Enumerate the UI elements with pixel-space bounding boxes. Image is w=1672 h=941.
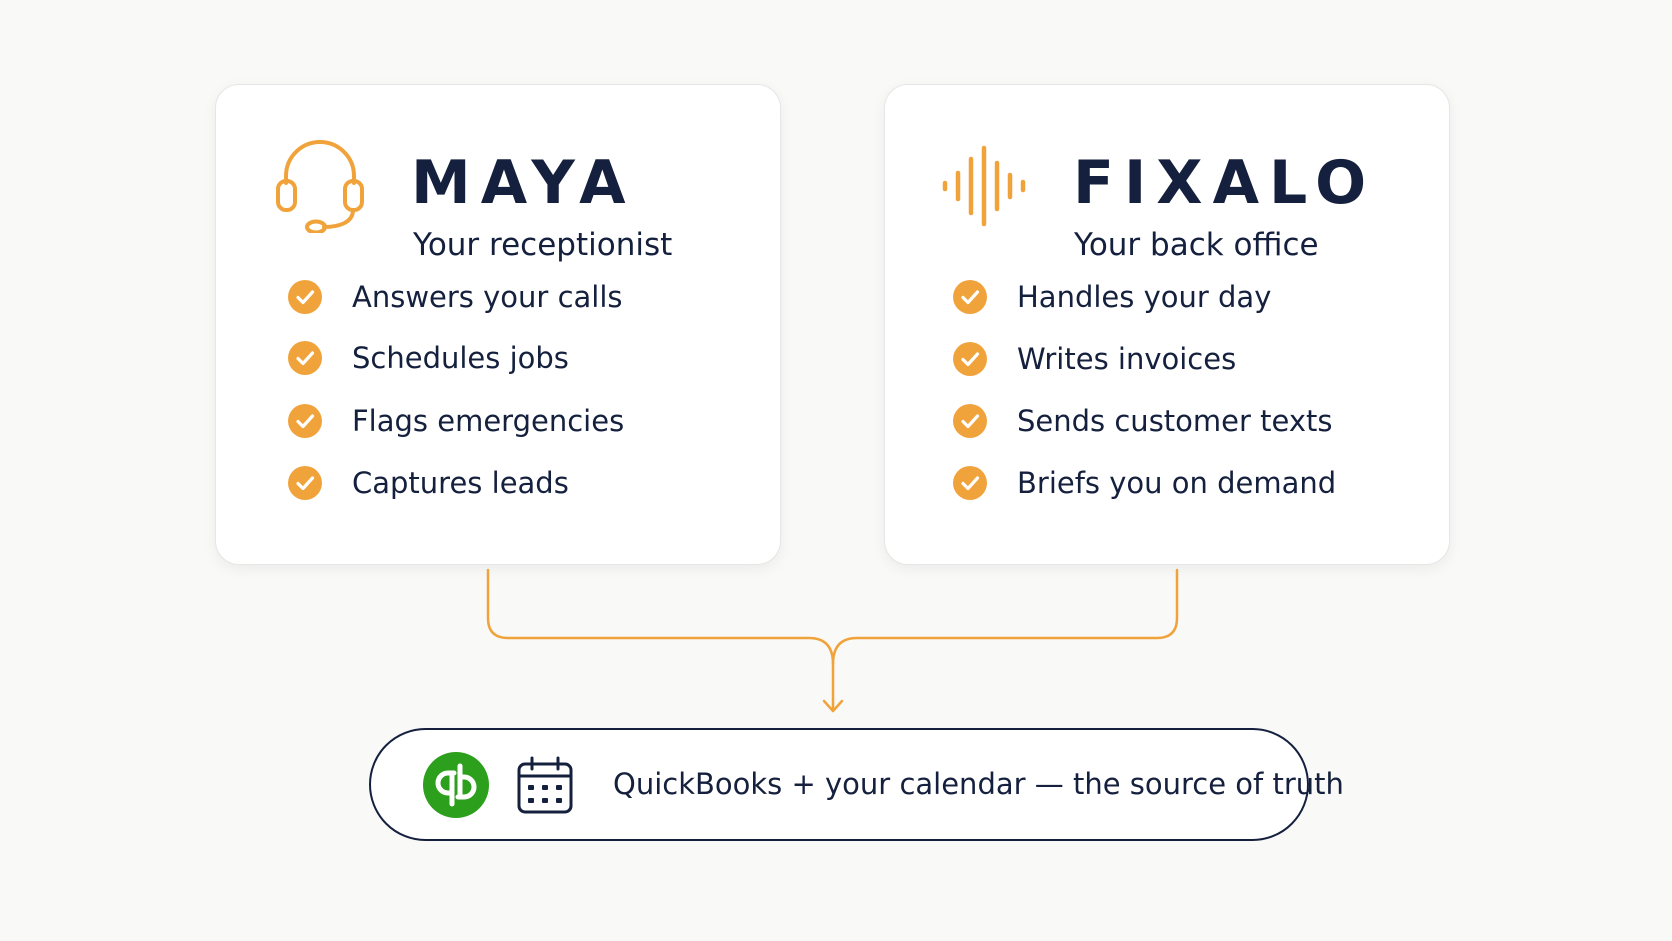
quickbooks-logo-icon	[423, 752, 489, 818]
maya-feature-text: Flags emergencies	[352, 404, 625, 438]
maya-subtitle: Your receptionist	[413, 227, 673, 263]
fixalo-feature-text: Sends customer texts	[1017, 404, 1333, 438]
fixalo-title: FIXALO	[1073, 148, 1377, 218]
fixalo-feature-item: Handles your day	[953, 277, 1271, 317]
check-circle-icon	[953, 404, 987, 438]
check-circle-icon	[953, 280, 987, 314]
fixalo-subtitle: Your back office	[1074, 227, 1319, 263]
check-circle-icon	[288, 341, 322, 375]
calendar-icon	[517, 756, 573, 814]
arrow-head	[822, 699, 844, 713]
source-of-truth-text: QuickBooks + your calendar — the source …	[613, 767, 1344, 801]
fixalo-feature-text: Writes invoices	[1017, 342, 1237, 376]
check-circle-icon	[288, 466, 322, 500]
maya-feature-text: Schedules jobs	[352, 341, 569, 375]
headset-icon	[276, 140, 364, 233]
maya-feature-text: Captures leads	[352, 466, 569, 500]
maya-feature-item: Captures leads	[288, 463, 569, 503]
fixalo-feature-item: Writes invoices	[953, 339, 1236, 379]
maya-feature-text: Answers your calls	[352, 280, 623, 314]
maya-title: MAYA	[411, 148, 636, 218]
fixalo-feature-item: Sends customer texts	[953, 401, 1333, 441]
fixalo-feature-text: Briefs you on demand	[1017, 466, 1337, 500]
check-circle-icon	[953, 466, 987, 500]
maya-feature-item: Schedules jobs	[288, 338, 569, 378]
fixalo-feature-item: Briefs you on demand	[953, 463, 1336, 503]
maya-card: MAYA Your receptionist Answers your call…	[215, 84, 781, 565]
fixalo-card: FIXALO Your back office Handles your day…	[884, 84, 1450, 565]
connector-left	[486, 568, 835, 713]
maya-feature-item: Answers your calls	[288, 277, 623, 317]
source-of-truth-pill: QuickBooks + your calendar — the source …	[369, 728, 1344, 841]
check-circle-icon	[953, 342, 987, 376]
maya-feature-item: Flags emergencies	[288, 401, 624, 441]
check-circle-icon	[288, 280, 322, 314]
check-circle-icon	[288, 404, 322, 438]
connector-right	[831, 568, 1179, 666]
fixalo-feature-text: Handles your day	[1017, 280, 1272, 314]
sound-wave-icon	[942, 145, 1026, 227]
